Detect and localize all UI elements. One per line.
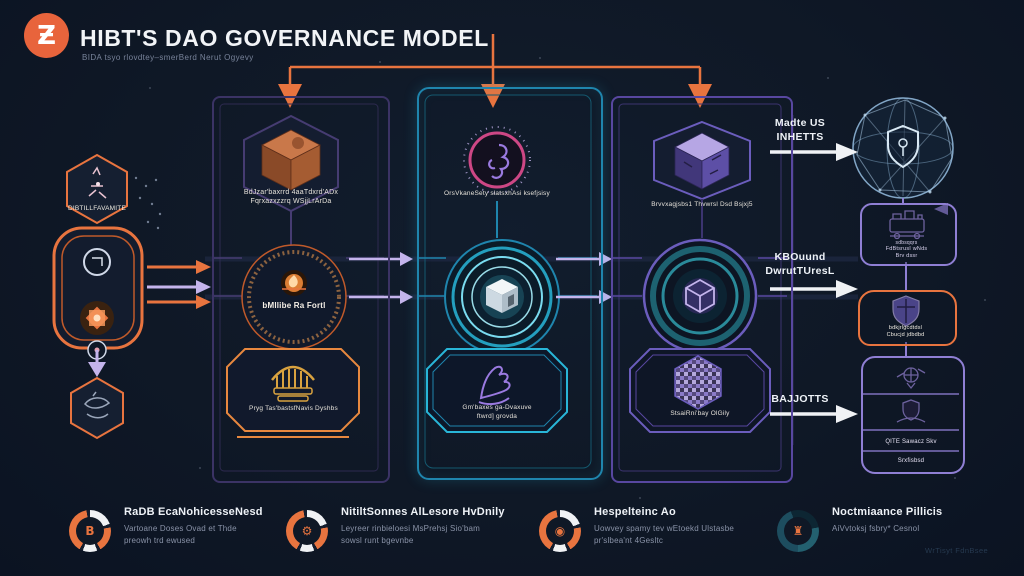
legend-sub-2b: sowsl runt bgevnbe: [341, 536, 414, 545]
node1-arrowhead: [934, 203, 948, 215]
node-federal-box: [860, 203, 957, 266]
governance-badge: [52, 226, 144, 360]
legend-glyph-2: ⚙: [301, 524, 313, 538]
mosaic-hexagon-icon: [674, 355, 722, 410]
legend-icon-3: ◉: [539, 510, 581, 552]
community-hexagon: [70, 376, 124, 440]
legend-sub-1b: preowh trd ewused: [124, 536, 195, 545]
node1-line-1: FdBtsrusI wNds: [885, 246, 928, 252]
panel1-decor: [214, 103, 384, 472]
machine-icon: [889, 210, 925, 240]
hand-sign-icon: [478, 365, 511, 406]
node3-row-1: Srxfisbsd: [897, 458, 925, 464]
node1-line-2: Brv dssr: [895, 253, 918, 259]
flow1-label: Madte US INHETTS: [774, 117, 826, 144]
watermark: WrTisyt FdnBsee: [925, 546, 989, 555]
panel1-top-label-2: Fqrxazxzzrq WSjjLrArDa: [250, 198, 332, 205]
node2-line-0: bdkjrlgcdtdsl: [888, 325, 923, 331]
purple-cube-icon: [674, 132, 730, 190]
white-arrows: [770, 143, 858, 423]
logo-glyph: Ƶ: [37, 20, 56, 51]
cube-outline-icon: [685, 278, 715, 314]
inter-panel-arrows: [349, 257, 599, 299]
page-subtitle: BIDA tsyo rlovdtey–smerBerd Nerut Ogyevy: [82, 53, 254, 62]
glitch-icon: [88, 166, 107, 199]
crest-icon: [896, 399, 926, 423]
legend-sub-3b: pr'slbea'nt 4Gesltc: [594, 536, 664, 545]
legend-title-2: NitiltSonnes AlLesore HvDnily: [341, 506, 505, 518]
top-flow-arrows: [288, 34, 702, 84]
legend-icon-2: ⚙: [286, 510, 328, 552]
panel3-bottom-label: StsaiRni'bay OlGily: [670, 410, 730, 417]
stakeholder-hex-label: DIBTILLFAVAMITE: [67, 205, 127, 212]
panel1-bottom-label: Pryg Tas'bastsfNavis Dyshbs: [249, 405, 338, 412]
sparkle-dots: [134, 176, 162, 230]
legend-sub-4a: AiVvtoksj fsbry* Cesnol: [832, 524, 920, 533]
legend-glyph-4: ♜: [792, 524, 804, 538]
legend-icon-1: B: [69, 510, 111, 552]
flow2-label: KBOuund DwrutTUresL: [765, 251, 835, 278]
flow3-label: BAJJOTTS: [771, 393, 829, 405]
legend-title-4: Noctmiaance Pillicis: [832, 506, 943, 518]
purple-shield-icon: [892, 295, 920, 327]
panel1-center-label: bMllibe Ra Fortl: [262, 301, 326, 310]
legend-title-1: RaDB EcaNohicesseNesd: [124, 506, 263, 518]
panel-voting-stage: [417, 87, 603, 480]
stakeholder-hexagon: [66, 153, 162, 230]
brand-logo: Ƶ: [24, 13, 69, 58]
badge-down-arrow: [88, 350, 106, 377]
legend-sub-3a: Uowvey spamy tev wEtoekd Ulstasbe: [594, 524, 734, 533]
panel1-top-label-1: BdJzar'baxrrd 4aaTdxrd'ADx: [243, 189, 339, 196]
wireframe-sphere: [852, 97, 954, 199]
legend-title-3: Hespelteinc Ao: [594, 506, 676, 518]
page-title: HIBT'S DAO GOVERNANCE MODEL: [80, 25, 489, 51]
legend-icon-4: ♜: [777, 510, 819, 552]
panel-proposal-stage: [212, 96, 390, 483]
node1-line-0: sdbsqqrs: [895, 240, 918, 246]
node3-row-0: QITE Sawacz Skv: [885, 439, 937, 445]
seahorse-icon: [488, 143, 510, 179]
crown-icon: [271, 365, 315, 402]
legend-sub-1a: Vartoane Doses Ovad et Thde: [124, 524, 237, 533]
legend-glyph-1: B: [85, 524, 95, 538]
panel3-decor: [613, 103, 787, 472]
node-council-badge: [858, 290, 957, 346]
node3-rows: [863, 393, 959, 452]
legend-glyph-3: ◉: [554, 524, 566, 538]
panel3-top-label: Brvvxagjsbs1 Thvwrsl Dsd Bsjxj5: [651, 201, 753, 208]
panel2-top-label: OrsVkaneSety slatsxhAsi ksefjsisy: [444, 190, 550, 197]
scribble-icon: [84, 391, 111, 419]
node2-line-1: Cbucjd jdbdbd: [886, 332, 925, 338]
emblem-icon: [896, 367, 926, 390]
orange-cube-icon: [261, 129, 321, 191]
flame-icon: [281, 270, 307, 296]
legend-sub-2a: Leyreer rinbieloesi MsPrehsj Sio'bam: [341, 524, 481, 533]
badge-star-icon: [80, 301, 114, 335]
panel2-bottom-label-1: Gm'baxes ga-Dvaxuve: [462, 404, 532, 411]
panel-execution-stage: [611, 96, 793, 483]
panel2-bottom-label-2: ftwrd] grovda: [476, 413, 518, 420]
panel2-decor: [419, 94, 597, 469]
white-cube-icon: [486, 279, 518, 313]
badge-output-arrows: [147, 260, 211, 309]
node-ballot-list: [861, 356, 965, 474]
